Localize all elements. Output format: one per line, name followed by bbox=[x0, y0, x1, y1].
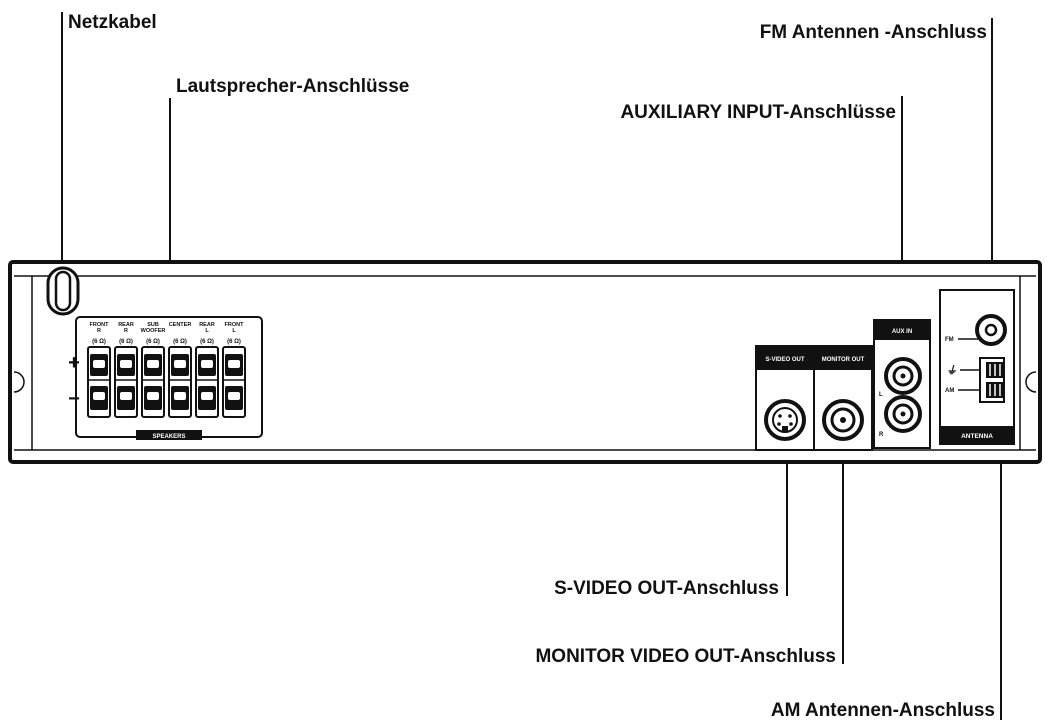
speaker-terminal-plus-hole bbox=[174, 360, 186, 368]
speaker-terminal-label: CENTER bbox=[169, 322, 192, 328]
callout-svideo-out: S-VIDEO OUT-Anschluss bbox=[554, 578, 779, 599]
speaker-terminal-minus-hole bbox=[147, 392, 159, 400]
speaker-terminal-sublabel: R bbox=[124, 328, 128, 334]
aux-jack-left-pin bbox=[900, 373, 906, 379]
callout-monitor-out: MONITOR VIDEO OUT-Anschluss bbox=[535, 646, 836, 667]
fm-antenna-jack-pin bbox=[984, 323, 998, 337]
speaker-terminal-minus-hole bbox=[120, 392, 132, 400]
monitor-video-jack-pin bbox=[840, 417, 846, 423]
speaker-terminal-plus-hole bbox=[120, 360, 132, 368]
fm-label: FM bbox=[945, 337, 954, 343]
callout-speaker-terminals: Lautsprecher-Anschlüsse bbox=[176, 76, 409, 97]
speaker-panel-label-bg bbox=[136, 430, 202, 440]
svideo-pin-2 bbox=[788, 414, 792, 418]
monitor-panel-label: MONITOR OUT bbox=[822, 357, 865, 363]
ground-symbol-icon: ⏚ bbox=[946, 365, 957, 377]
svideo-jack-inner bbox=[772, 407, 798, 433]
svideo-pin-1 bbox=[778, 414, 782, 418]
speaker-terminal-impedance: (6 Ω) bbox=[146, 339, 160, 345]
antenna-panel-footer bbox=[940, 426, 1014, 444]
aux-label-r: R bbox=[879, 432, 884, 438]
antenna-panel-label: ANTENNA bbox=[961, 433, 993, 440]
speaker-terminal-sublabel: R bbox=[97, 328, 101, 334]
speaker-panel-label: SPEAKERS bbox=[152, 434, 185, 440]
antenna-panel: ANTENNA FM ⏚ AM bbox=[939, 289, 1015, 445]
monitor-panel-header bbox=[814, 346, 872, 370]
aux-label-l: L bbox=[879, 392, 883, 398]
speaker-minus-sign: − bbox=[68, 388, 80, 410]
speaker-terminal-plus-hole bbox=[201, 360, 213, 368]
aux-panel: AUX IN L R bbox=[873, 319, 931, 449]
svideo-panel-label: S-VIDEO OUT bbox=[765, 357, 804, 363]
speaker-terminal-sublabel: WOOFER bbox=[141, 328, 166, 334]
callout-fm-antenna: FM Antennen -Anschluss bbox=[760, 22, 987, 43]
svideo-pin-3 bbox=[777, 422, 781, 426]
speaker-terminal-minus-hole bbox=[201, 392, 213, 400]
speaker-terminal-sublabel: L bbox=[205, 328, 209, 334]
speaker-terminal-plus-hole bbox=[228, 360, 240, 368]
speaker-terminal-impedance: (6 Ω) bbox=[119, 339, 133, 345]
speaker-terminal-label: FRONT bbox=[225, 322, 245, 328]
speaker-terminal-plus-hole bbox=[147, 360, 159, 368]
monitor-panel: MONITOR OUT bbox=[813, 345, 873, 451]
svideo-key bbox=[782, 426, 788, 431]
speaker-terminal-label: REAR bbox=[199, 322, 215, 328]
aux-panel-label: AUX IN bbox=[892, 329, 912, 335]
speaker-terminal-minus-hole bbox=[228, 392, 240, 400]
svideo-panel: S-VIDEO OUT bbox=[755, 345, 815, 451]
svideo-pin-4 bbox=[789, 422, 793, 426]
callout-power-cord: Netzkabel bbox=[68, 12, 157, 33]
speaker-plus-sign: + bbox=[68, 352, 80, 374]
speaker-terminal-impedance: (6 Ω) bbox=[173, 339, 187, 345]
speaker-terminal-label: FRONT bbox=[90, 322, 110, 328]
speaker-terminal-minus-hole bbox=[93, 392, 105, 400]
power-cord bbox=[46, 266, 80, 316]
callout-aux-input: AUXILIARY INPUT-Anschlüsse bbox=[620, 102, 896, 123]
speaker-terminal-minus-hole bbox=[174, 392, 186, 400]
svideo-panel-header bbox=[756, 346, 814, 370]
speaker-terminal-sublabel: L bbox=[232, 328, 236, 334]
chassis-notch-right bbox=[1025, 371, 1037, 393]
speaker-terminal-impedance: (6 Ω) bbox=[92, 339, 106, 345]
speaker-terminal-label: SUB bbox=[147, 322, 159, 328]
speaker-terminal-impedance: (6 Ω) bbox=[200, 339, 214, 345]
speaker-terminal-label: REAR bbox=[118, 322, 134, 328]
power-cord-cable bbox=[54, 270, 72, 312]
am-label: AM bbox=[945, 388, 954, 394]
chassis-notch-left bbox=[13, 371, 25, 393]
aux-panel-header bbox=[874, 320, 930, 340]
speaker-terminal-plus-hole bbox=[93, 360, 105, 368]
callout-am-antenna: AM Antennen-Anschluss bbox=[771, 700, 995, 721]
aux-jack-right-pin bbox=[900, 411, 906, 417]
speaker-terminal-impedance: (6 Ω) bbox=[227, 339, 241, 345]
